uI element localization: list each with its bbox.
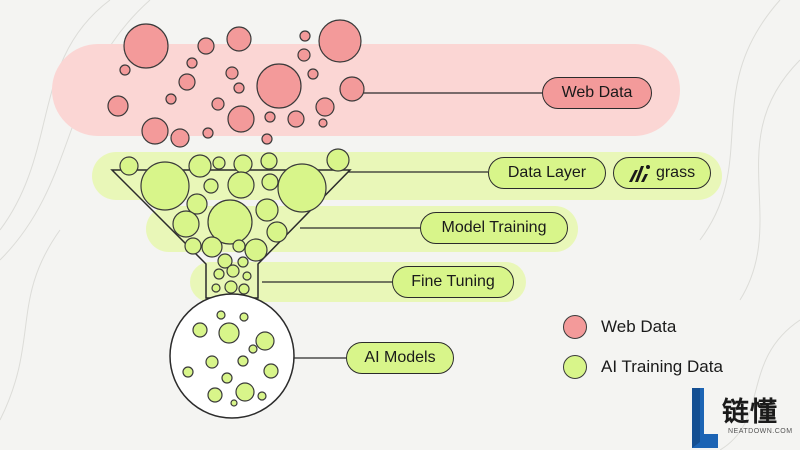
legend-swatch-green	[563, 355, 587, 379]
data-layer-label: Data Layer	[488, 157, 606, 189]
legend-label-web-data: Web Data	[601, 317, 677, 336]
grass-badge: grass	[613, 157, 711, 189]
ai-models-label: AI Models	[346, 342, 454, 374]
fine-tuning-label: Fine Tuning	[392, 266, 514, 298]
legend-item-ai-training-data: AI Training Data	[563, 355, 723, 379]
funnel-outline	[110, 169, 352, 299]
grass-logo-icon	[628, 165, 650, 182]
neatdown-logo-icon	[692, 388, 718, 448]
legend-label-ai-training-data: AI Training Data	[601, 357, 723, 376]
legend-item-web-data: Web Data	[563, 315, 676, 339]
ai-model-bubbles	[182, 310, 279, 407]
web-data-bubbles	[107, 19, 365, 148]
web-data-label: Web Data	[542, 77, 652, 109]
watermark-sub-text: NEATDOWN.COM	[728, 428, 793, 435]
grass-label: grass	[655, 164, 696, 181]
watermark-cn-text: 链懂	[722, 397, 778, 427]
training-data-bubbles	[119, 148, 350, 295]
model-training-label: Model Training	[420, 212, 568, 244]
web-data-band	[52, 44, 680, 136]
ai-models-circle	[169, 293, 295, 419]
watermark: 链懂 NEATDOWN.COM	[688, 384, 800, 450]
legend-swatch-red	[563, 315, 587, 339]
connector-lines	[262, 92, 542, 359]
